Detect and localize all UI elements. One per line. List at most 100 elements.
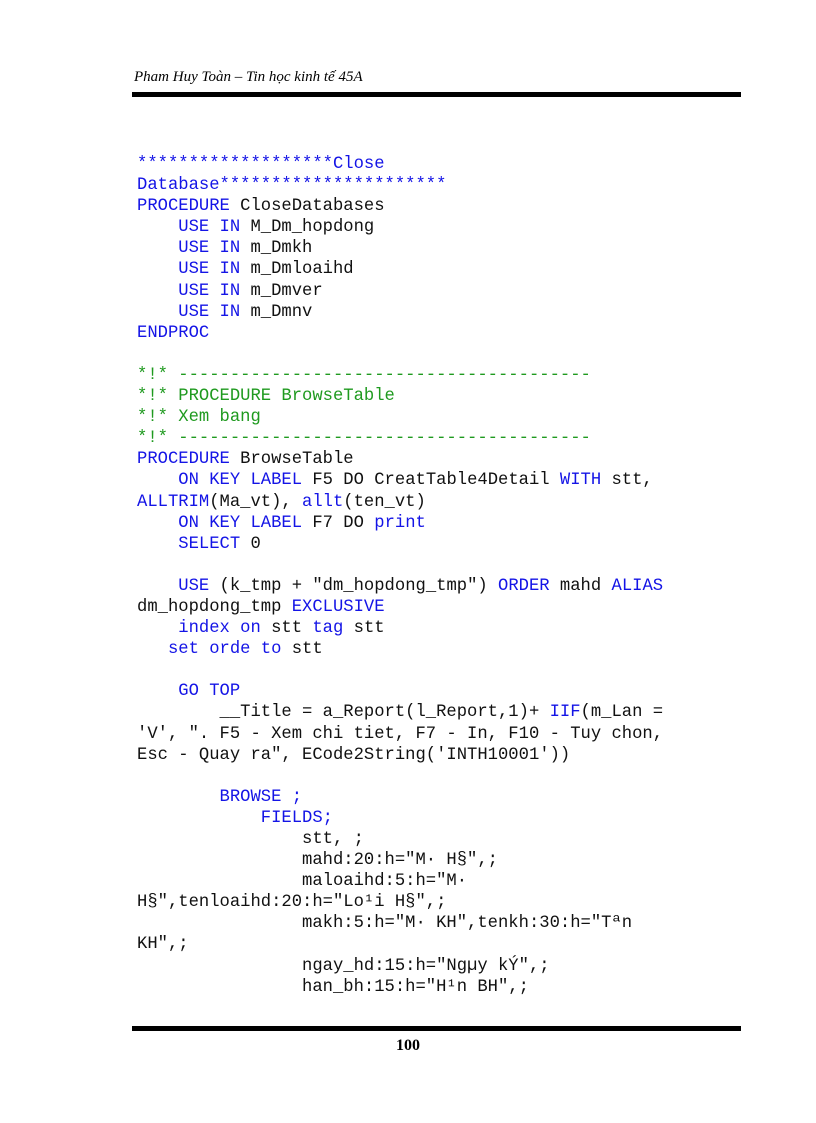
code-line: USE (k_tmp + "dm_hopdong_tmp") ORDER mah… xyxy=(137,576,747,597)
code-keyword: WITH xyxy=(559,471,602,491)
code-line: ON KEY LABEL F5 DO CreatTable4Detail WIT… xyxy=(137,470,747,491)
code-text: stt, ; xyxy=(137,830,364,849)
code-text xyxy=(137,218,178,237)
code-text: BrowseTable xyxy=(229,450,354,470)
code-text xyxy=(137,303,178,322)
code-text: stt xyxy=(343,619,385,639)
code-keyword: PROCEDURE xyxy=(137,197,230,217)
code-text: KH",; xyxy=(137,935,189,955)
code-line: SELECT 0 xyxy=(137,534,747,555)
code-keyword: set orde to xyxy=(167,640,282,660)
code-text xyxy=(137,239,178,258)
code-comment: *!* PROCEDURE BrowseTable xyxy=(137,387,395,407)
code-line: PROCEDURE CloseDatabases xyxy=(137,196,747,217)
code-keyword: USE IN xyxy=(178,260,241,280)
code-line: set orde to stt xyxy=(137,639,747,660)
code-text: mahd:20:h="M· H§",; xyxy=(137,851,498,871)
code-text xyxy=(137,471,178,490)
code-keyword: Database********************** xyxy=(137,176,447,196)
code-keyword: ALIAS xyxy=(611,576,664,596)
code-text xyxy=(137,577,178,596)
footer-rule xyxy=(132,1026,741,1031)
code-keyword: ALLTRIM xyxy=(137,492,210,512)
code-keyword: USE IN xyxy=(178,302,241,322)
code-text: ngay_hd:15:h="Ngµy kÝ",; xyxy=(137,956,550,976)
code-line: *!* ------------------------------------… xyxy=(137,365,747,386)
code-text xyxy=(137,535,178,554)
code-text xyxy=(137,809,261,828)
code-text xyxy=(137,260,178,279)
code-comment: *!* ------------------------------------… xyxy=(137,365,591,385)
code-keyword: SELECT xyxy=(178,534,241,554)
code-text xyxy=(137,619,178,638)
code-text xyxy=(137,682,178,701)
code-keyword: index on xyxy=(178,619,261,639)
code-text: makh:5:h="M· KH",tenkh:30:h="Tªn xyxy=(137,914,633,934)
code-line: H§",tenloaihd:20:h="Lo¹i H§",; xyxy=(137,892,747,913)
code-keyword: GO TOP xyxy=(178,682,241,702)
code-text: stt xyxy=(260,619,313,639)
code-text: (ten_vt) xyxy=(343,492,426,512)
code-line: mahd:20:h="M· H§",; xyxy=(137,850,747,871)
code-comment: *!* ------------------------------------… xyxy=(137,429,591,449)
code-keyword: USE xyxy=(178,576,210,596)
code-text: m_Dmnv xyxy=(240,302,313,322)
code-keyword: allt xyxy=(302,492,344,512)
code-text xyxy=(137,788,220,807)
code-text: maloaihd:5:h="M· xyxy=(137,872,468,892)
code-text: H§",tenloaihd:20:h="Lo¹i H§",; xyxy=(137,893,447,913)
code-line xyxy=(137,555,747,576)
code-line: dm_hopdong_tmp EXCLUSIVE xyxy=(137,597,747,618)
code-line: *!* ------------------------------------… xyxy=(137,428,747,449)
code-line: ON KEY LABEL F7 DO print xyxy=(137,513,747,534)
code-text: F7 DO xyxy=(302,513,375,533)
code-keyword: USE IN xyxy=(178,239,241,259)
code-keyword: USE IN xyxy=(178,281,241,301)
page-header: Pham Huy Toàn – Tin học kinh tế 45A xyxy=(134,69,363,85)
code-keyword: ON KEY LABEL xyxy=(178,471,303,491)
code-text: m_Dmver xyxy=(240,281,323,301)
code-keyword: ORDER xyxy=(498,576,550,596)
code-line: *!* Xem bang xyxy=(137,407,747,428)
code-line: index on stt tag stt xyxy=(137,618,747,639)
code-line xyxy=(137,660,747,681)
code-line: makh:5:h="M· KH",tenkh:30:h="Tªn xyxy=(137,913,747,934)
page-number: 100 xyxy=(396,1037,420,1054)
code-line: GO TOP xyxy=(137,681,747,702)
code-keyword: USE IN xyxy=(178,218,241,238)
code-line: 'V', ". F5 - Xem chi tiet, F7 - In, F10 … xyxy=(137,724,747,745)
code-line: ALLTRIM(Ma_vt), allt(ten_vt) xyxy=(137,492,747,513)
code-line: Database********************** xyxy=(137,175,747,196)
code-text: stt, xyxy=(601,471,653,491)
code-line: ENDPROC xyxy=(137,323,747,344)
code-text: Esc - Quay ra", ECode2String('INTH10001'… xyxy=(137,745,571,765)
code-keyword: print xyxy=(374,513,426,533)
code-line: Esc - Quay ra", ECode2String('INTH10001'… xyxy=(137,745,747,766)
code-text: 0 xyxy=(240,534,261,554)
code-keyword: PROCEDURE xyxy=(137,450,230,470)
code-keyword: EXCLUSIVE xyxy=(291,597,385,617)
code-text: (k_tmp + "dm_hopdong_tmp") xyxy=(209,576,499,596)
code-text: M_Dm_hopdong xyxy=(240,218,375,238)
code-text: stt xyxy=(281,640,323,660)
code-comment: *!* Xem bang xyxy=(137,408,261,428)
code-line: FIELDS; xyxy=(137,808,747,829)
code-text: F5 DO CreatTable4Detail xyxy=(302,471,560,491)
code-line: BROWSE ; xyxy=(137,787,747,808)
code-line: USE IN m_Dmkh xyxy=(137,238,747,259)
code-text: CloseDatabases xyxy=(229,197,385,217)
code-text: m_Dmloaihd xyxy=(240,260,354,280)
code-line: han_bh:15:h="H¹n BH",; xyxy=(137,977,747,998)
code-text xyxy=(137,282,178,301)
code-keyword: FIELDS; xyxy=(260,808,333,828)
code-line: USE IN M_Dm_hopdong xyxy=(137,217,747,238)
code-line: stt, ; xyxy=(137,829,747,850)
code-text: 'V', ". F5 - Xem chi tiet, F7 - In, F10 … xyxy=(137,724,664,744)
code-keyword: BROWSE ; xyxy=(219,787,303,807)
code-keyword: *******************Close xyxy=(137,155,385,174)
code-line: USE IN m_Dmver xyxy=(137,281,747,302)
code-text: (Ma_vt), xyxy=(209,492,303,512)
code-text xyxy=(137,514,178,533)
